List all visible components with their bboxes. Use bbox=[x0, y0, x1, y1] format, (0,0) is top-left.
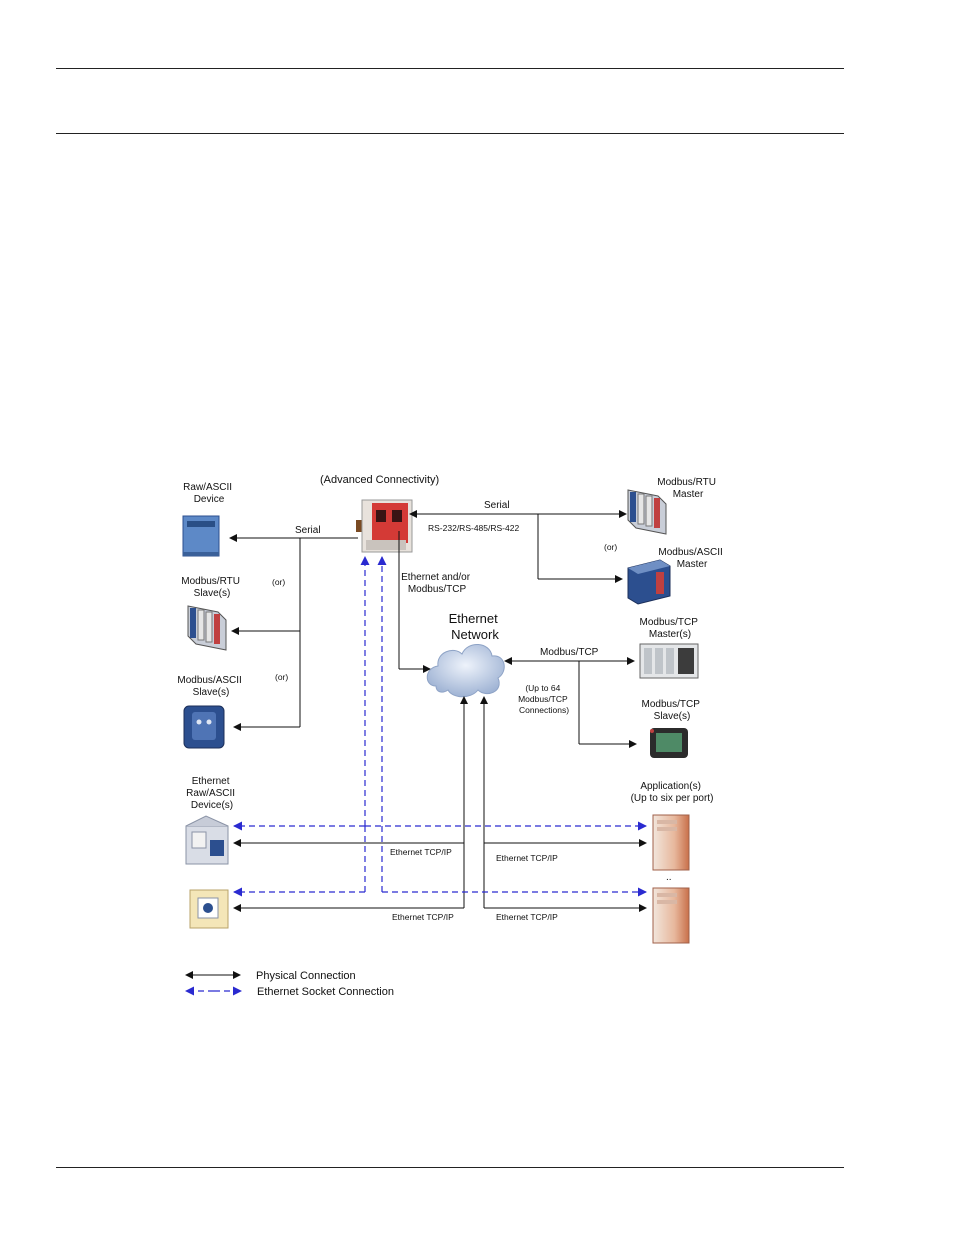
tcp-label-1: Ethernet TCP/IP bbox=[390, 847, 452, 857]
tcp-label-2: Ethernet TCP/IP bbox=[496, 853, 558, 863]
rs-protocol-label: RS-232/RS-485/RS-422 bbox=[428, 523, 519, 533]
modbus-tcp-lines bbox=[504, 657, 637, 748]
or-label-1: (or) bbox=[272, 577, 285, 587]
tcp-master-label: Modbus/TCP Master(s) bbox=[640, 617, 701, 640]
footer-rule bbox=[56, 1167, 844, 1168]
tcp-slave-hmi-icon bbox=[650, 728, 688, 758]
rtu-master-plc-icon bbox=[627, 489, 667, 535]
eth-raw-device-icon-1 bbox=[185, 815, 229, 865]
modbus-tcp-label: Modbus/TCP bbox=[540, 647, 599, 658]
legend-socket-label: Ethernet Socket Connection bbox=[257, 986, 394, 998]
physical-tcp-lines bbox=[233, 696, 647, 912]
apps-ellipsis: .. bbox=[666, 872, 672, 883]
application-server-icon-1 bbox=[652, 814, 690, 871]
tcp-label-3: Ethernet TCP/IP bbox=[392, 912, 454, 922]
gateway-to-network-line bbox=[398, 531, 431, 673]
eth-raw-device-label: Ethernet Raw/ASCII Device(s) bbox=[186, 776, 238, 811]
ethernet-cloud-icon bbox=[426, 644, 505, 698]
tcp-label-4: Ethernet TCP/IP bbox=[496, 912, 558, 922]
application-server-icon-2 bbox=[652, 887, 690, 944]
gateway-device-icon bbox=[356, 499, 413, 553]
header-rule-bottom bbox=[56, 133, 844, 134]
raw-ascii-device-label: Raw/ASCII Device bbox=[183, 482, 235, 505]
left-serial-lines bbox=[229, 534, 358, 731]
or-label-2: (or) bbox=[275, 672, 288, 682]
rtu-slave-plc-icon bbox=[187, 605, 227, 651]
or-label-3: (or) bbox=[604, 542, 617, 552]
ascii-slave-label: Modbus/ASCII Slave(s) bbox=[177, 675, 244, 698]
serial-left-label: Serial bbox=[295, 525, 321, 536]
network-label: Ethernet Network bbox=[449, 611, 502, 642]
ascii-slave-device-icon bbox=[183, 705, 225, 749]
tcp-slave-label: Modbus/TCP Slave(s) bbox=[642, 699, 703, 722]
gateway-label: (Advanced Connectivity) bbox=[320, 474, 439, 486]
socket-connection-lines bbox=[233, 556, 647, 897]
tcp-limit-label: (Up to 64 Modbus/TCP Connections) bbox=[518, 683, 570, 715]
rtu-master-label: Modbus/RTU Master bbox=[657, 477, 719, 500]
eth-raw-device-icon-2 bbox=[189, 889, 229, 929]
apps-label: Application(s) (Up to six per port) bbox=[631, 781, 714, 804]
tcp-master-plc-icon bbox=[639, 643, 699, 679]
raw-ascii-device-icon bbox=[182, 515, 220, 557]
rtu-slave-label: Modbus/RTU Slave(s) bbox=[181, 576, 243, 599]
right-serial-lines bbox=[409, 510, 627, 583]
eth-modbus-label: Ethernet and/or Modbus/TCP bbox=[401, 572, 473, 595]
header-rule-top bbox=[56, 68, 844, 69]
ascii-master-device-icon bbox=[627, 559, 671, 605]
serial-right-label: Serial bbox=[484, 500, 510, 511]
ascii-master-label: Modbus/ASCII Master bbox=[658, 547, 725, 570]
legend-physical-label: Physical Connection bbox=[256, 970, 356, 982]
